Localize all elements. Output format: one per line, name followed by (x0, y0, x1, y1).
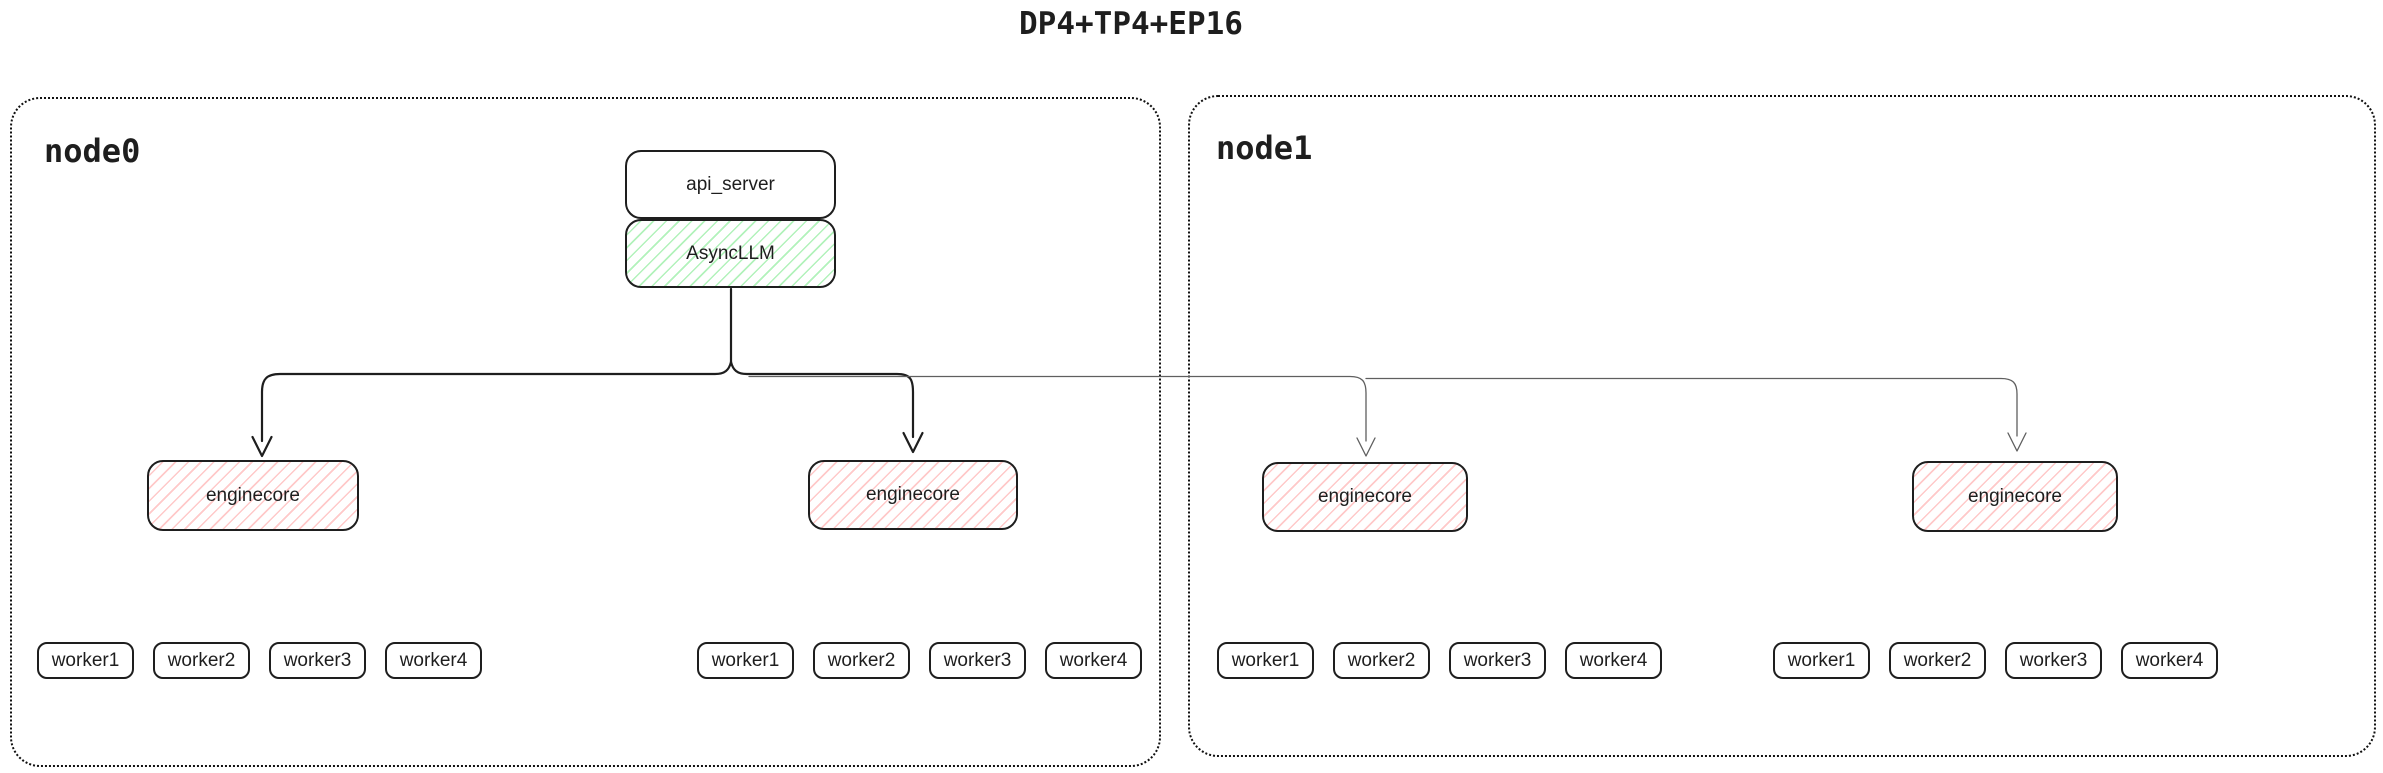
worker-box: worker4 (1045, 642, 1142, 679)
worker-box: worker1 (1217, 642, 1314, 679)
asyncllm-label: AsyncLLM (686, 242, 775, 264)
worker-label: worker4 (1059, 649, 1128, 671)
worker-box: worker4 (1565, 642, 1662, 679)
worker-label: worker3 (1463, 649, 1532, 671)
enginecore-box: enginecore (808, 460, 1018, 530)
worker-label: worker1 (1787, 649, 1856, 671)
enginecore-box: enginecore (147, 460, 359, 531)
worker-label: worker3 (283, 649, 352, 671)
worker-box: worker3 (929, 642, 1026, 679)
worker-label: worker1 (51, 649, 120, 671)
worker-label: worker2 (1903, 649, 1972, 671)
worker-label: worker2 (827, 649, 896, 671)
diagram-title: DP4+TP4+EP16 (1019, 6, 1243, 42)
node0-worker-group-2: worker1 worker2 worker3 worker4 (697, 642, 1142, 679)
worker-box: worker3 (2005, 642, 2102, 679)
node0-worker-group-1: worker1 worker2 worker3 worker4 (37, 642, 482, 679)
node1-worker-group-2: worker1 worker2 worker3 worker4 (1773, 642, 2218, 679)
worker-label: worker3 (2019, 649, 2088, 671)
worker-label: worker2 (1347, 649, 1416, 671)
node1-worker-group-1: worker1 worker2 worker3 worker4 (1217, 642, 1662, 679)
worker-box: worker4 (2121, 642, 2218, 679)
worker-label: worker4 (2135, 649, 2204, 671)
worker-label: worker1 (711, 649, 780, 671)
worker-label: worker2 (167, 649, 236, 671)
enginecore-box: enginecore (1912, 461, 2118, 532)
enginecore-label: enginecore (1317, 486, 1413, 507)
api-server-box: api_server (625, 150, 836, 219)
worker-box: worker1 (1773, 642, 1870, 679)
worker-box: worker2 (1889, 642, 1986, 679)
worker-box: worker2 (153, 642, 250, 679)
worker-box: worker2 (813, 642, 910, 679)
enginecore-label: enginecore (1967, 485, 2063, 507)
node0-label: node0 (44, 132, 141, 170)
worker-label: worker1 (1231, 649, 1300, 671)
enginecore-label: enginecore (205, 484, 301, 506)
worker-label: worker4 (1579, 649, 1648, 671)
asyncllm-box: AsyncLLM (625, 219, 836, 288)
worker-box: worker3 (1449, 642, 1546, 679)
worker-box: worker4 (385, 642, 482, 679)
worker-box: worker2 (1333, 642, 1430, 679)
worker-box: worker1 (37, 642, 134, 679)
api-server-label: api_server (686, 173, 775, 195)
node1-label: node1 (1216, 129, 1313, 167)
worker-label: worker4 (399, 649, 468, 671)
worker-box: worker1 (697, 642, 794, 679)
worker-box: worker3 (269, 642, 366, 679)
enginecore-box: enginecore (1262, 462, 1468, 532)
enginecore-label: enginecore (865, 484, 961, 505)
worker-label: worker3 (943, 649, 1012, 671)
